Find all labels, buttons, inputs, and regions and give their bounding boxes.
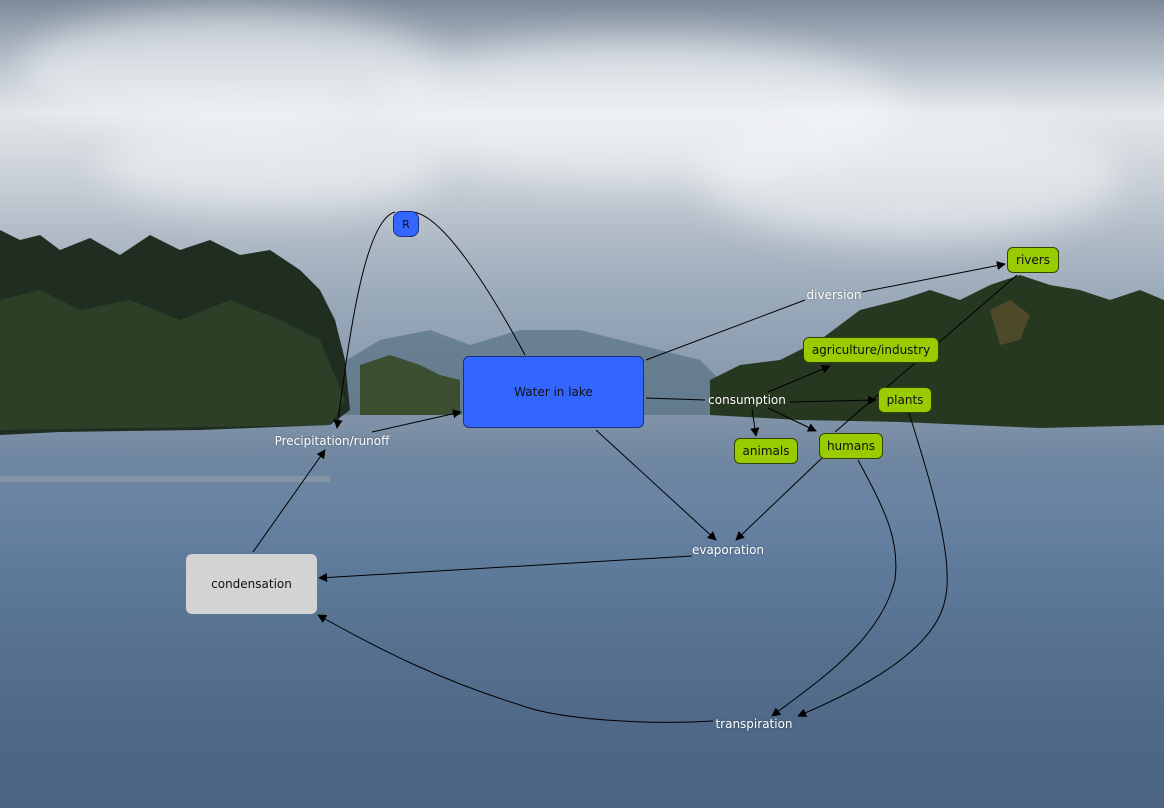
link-lake-to-consumption	[645, 397, 706, 401]
link-label-diversion: diversion	[806, 288, 862, 302]
link-label-transpiration: transpiration	[715, 717, 793, 731]
link-consumption-to-plants	[789, 395, 877, 405]
link-r-to-precipitation	[333, 211, 396, 429]
link-lake-to-diversion	[645, 299, 806, 361]
node-water-in-lake[interactable]: Water in lake	[463, 356, 644, 428]
link-label-precipitation-runoff: Precipitation/runoff	[274, 434, 390, 448]
link-diversion-to-rivers	[861, 261, 1006, 293]
link-humans-to-transpiration	[771, 459, 897, 717]
cloud	[700, 110, 1120, 240]
link-label-consumption: consumption	[708, 393, 786, 407]
cloud	[100, 120, 440, 210]
link-consumption-to-humans	[767, 407, 817, 432]
link-evaporation-to-condensation	[318, 555, 693, 583]
node-condensation[interactable]: condensation	[186, 554, 317, 614]
node-r[interactable]: R	[393, 211, 419, 237]
link-lake-to-evaporation	[595, 429, 717, 541]
link-plants-to-transpiration	[797, 412, 948, 718]
link-consumption-to-animals	[750, 408, 760, 437]
node-plants[interactable]: plants	[878, 387, 932, 413]
link-label-evaporation: evaporation	[691, 543, 765, 557]
link-precipitation-to-lake	[371, 409, 462, 433]
node-humans[interactable]: humans	[819, 433, 883, 459]
node-animals[interactable]: animals	[734, 438, 798, 464]
node-rivers[interactable]: rivers	[1007, 247, 1059, 273]
link-humans-to-evaporation	[735, 457, 823, 541]
cloud	[20, 10, 440, 130]
link-lake-to-r	[409, 211, 526, 356]
link-consumption-to-agriculture	[767, 364, 831, 393]
node-agriculture-industry[interactable]: agriculture/industry	[803, 337, 939, 363]
link-condensation-to-precipitation	[252, 449, 326, 553]
link-transpiration-to-condensation	[317, 614, 714, 723]
